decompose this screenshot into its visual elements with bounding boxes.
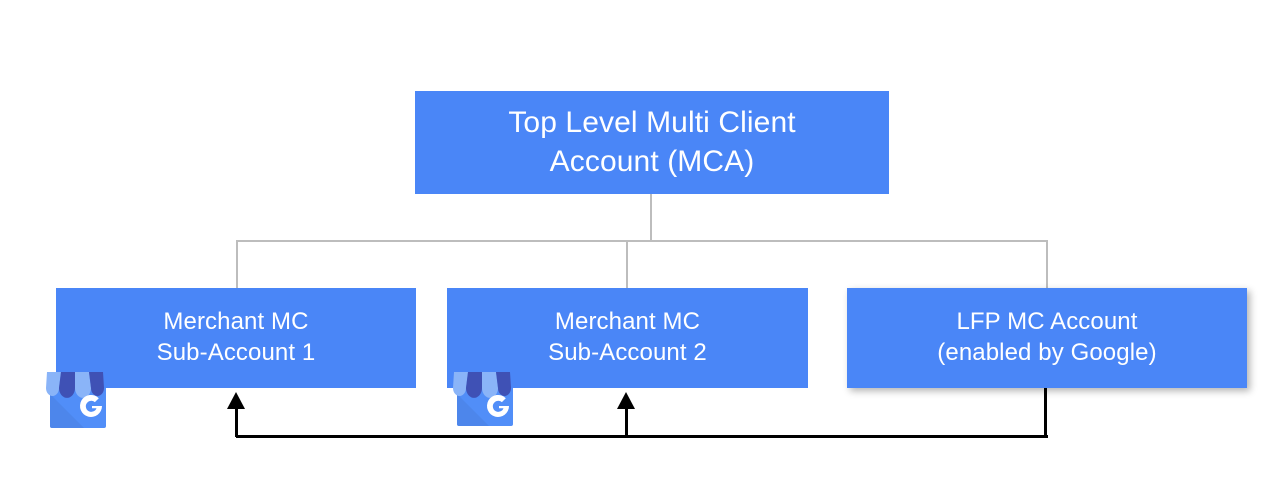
feedback-flow-riser-sub-account-2 [625,404,628,437]
node-top-level-mca[interactable]: Top Level Multi Client Account (MCA) [415,91,889,194]
google-my-business-storefront-icon [46,372,106,428]
connector-root-stem [650,194,652,242]
arrowhead-up-sub-account-2 [617,392,635,409]
google-my-business-storefront-icon [453,372,513,426]
arrowhead-up-sub-account-1 [227,392,245,409]
feedback-flow-riser-sub-account-1 [235,404,238,437]
connector-drop-sub-account-1 [236,240,238,288]
node-merchant-mc-sub-account-1[interactable]: Merchant MC Sub-Account 1 [56,288,416,388]
node-top-level-mca-line2: Account (MCA) [549,144,755,178]
node-lfp-mc-account-line1: LFP MC Account [956,308,1138,336]
node-top-level-mca-line1: Top Level Multi Client [508,106,796,140]
node-merchant-mc-sub-account-2-line1: Merchant MC [554,308,701,336]
connector-horizontal-bus [236,240,1048,242]
node-merchant-mc-sub-account-2[interactable]: Merchant MC Sub-Account 2 [447,288,808,388]
node-merchant-mc-sub-account-2-line2: Sub-Account 2 [548,339,707,366]
node-merchant-mc-sub-account-1-line1: Merchant MC [163,308,309,336]
node-merchant-mc-sub-account-1-line2: Sub-Account 1 [156,339,316,366]
connector-drop-sub-account-2 [626,240,628,288]
node-lfp-mc-account-line2: (enabled by Google) [937,339,1157,366]
feedback-flow-bus [236,435,1048,438]
feedback-flow-riser-lfp [1044,388,1047,437]
node-lfp-mc-account[interactable]: LFP MC Account (enabled by Google) [847,288,1247,388]
connector-drop-lfp-account [1046,240,1048,288]
